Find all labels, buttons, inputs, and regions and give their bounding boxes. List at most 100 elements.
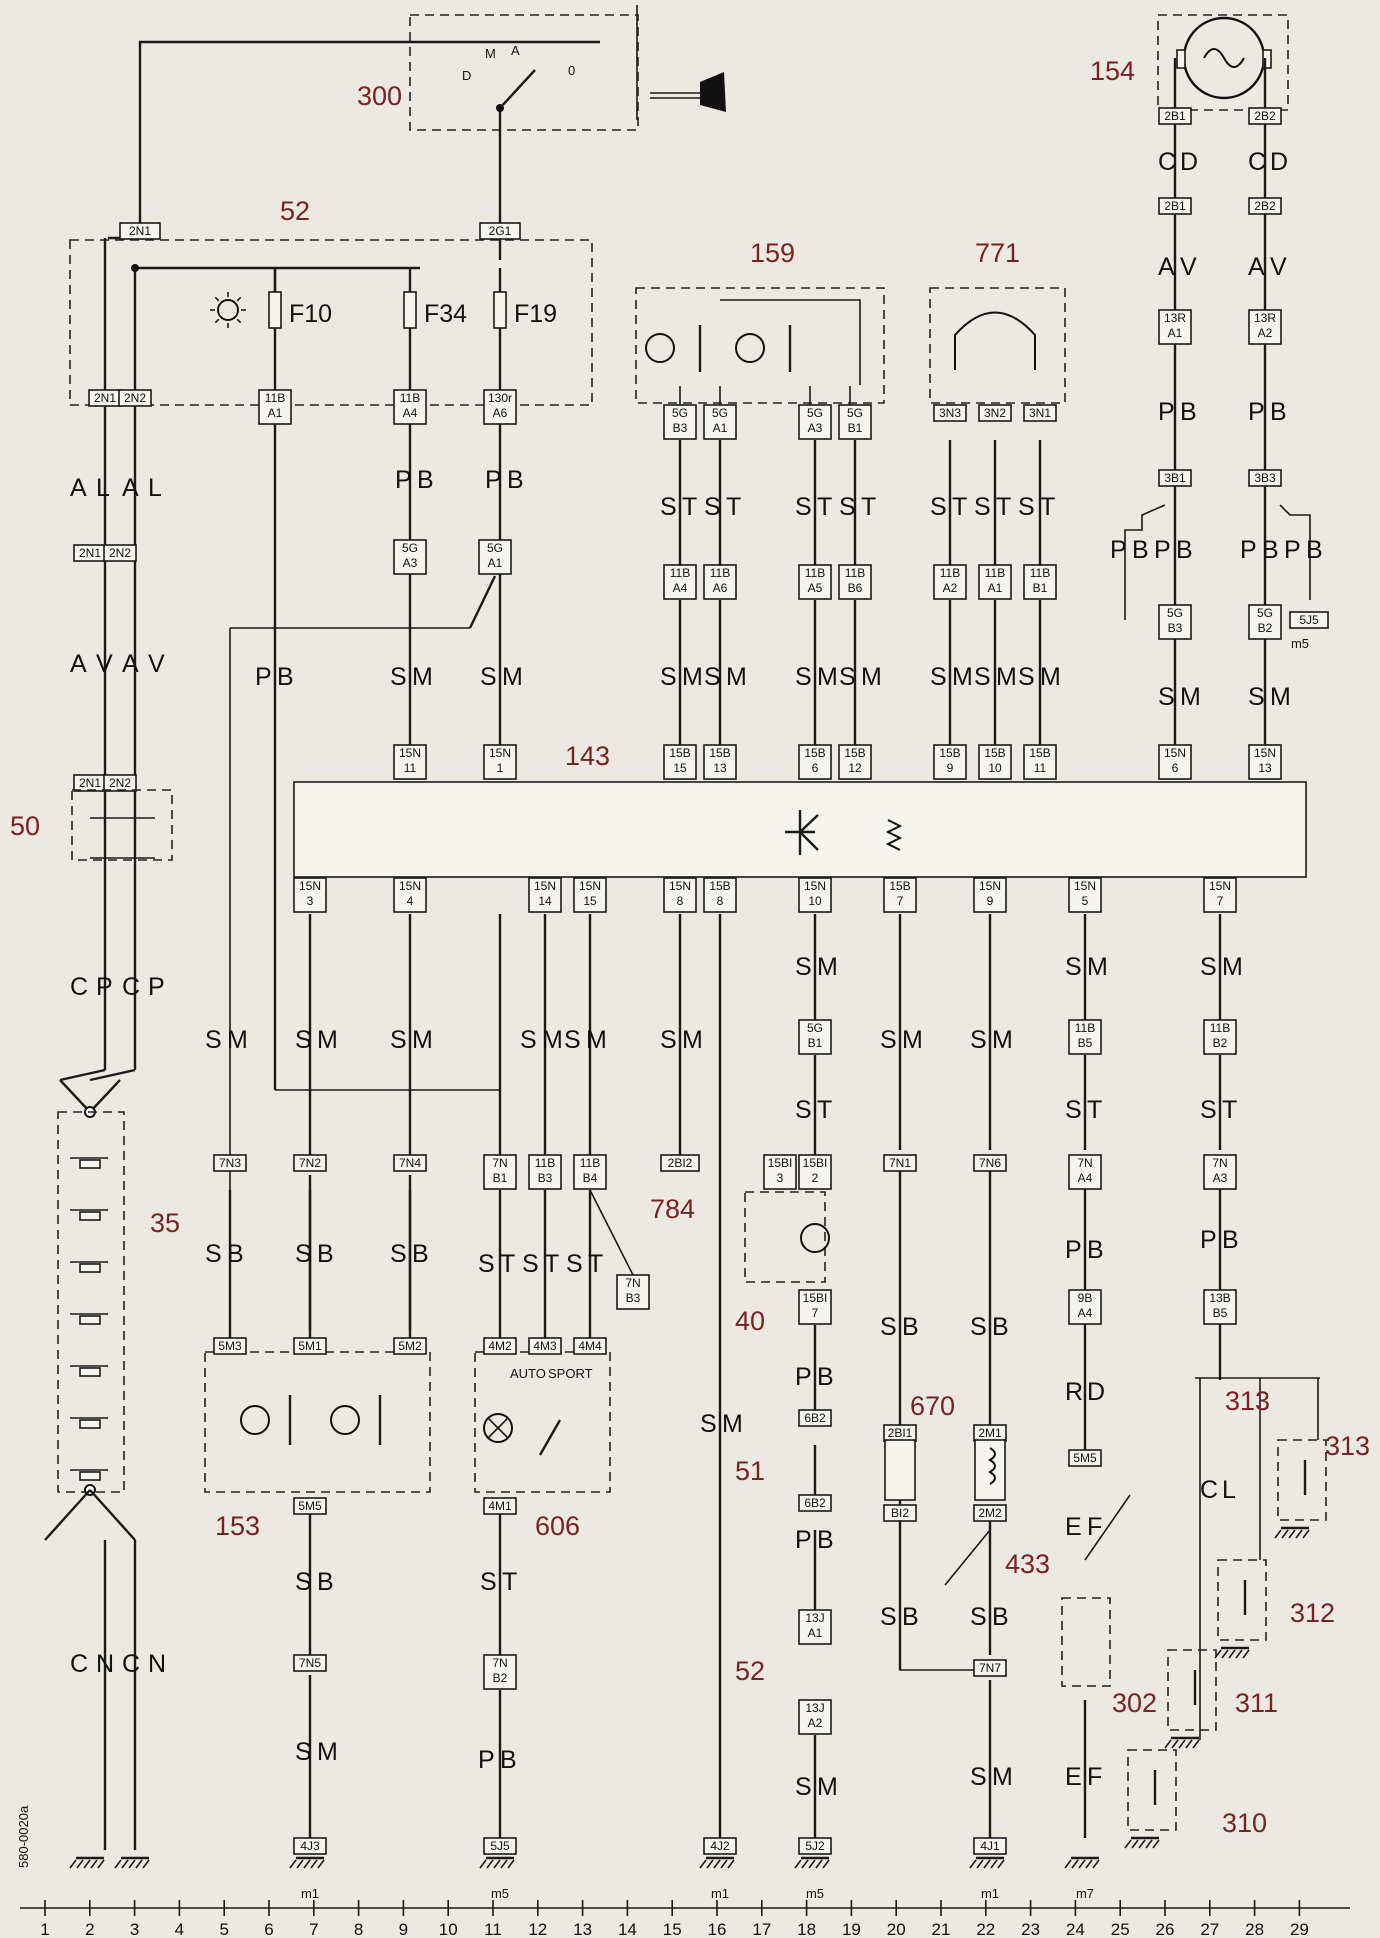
connector-kbi2: BI2 (891, 1506, 909, 1520)
wire (984, 1860, 990, 1868)
wire (90, 1490, 135, 1540)
component-c311: 311 (1235, 1688, 1278, 1718)
pressure-switch-c313 (1278, 1440, 1326, 1520)
wire (275, 1090, 500, 1155)
component-c312: 312 (1290, 1598, 1335, 1628)
connector-k5m5_a: 5M5 (298, 1499, 322, 1513)
scale-number: 18 (797, 1920, 816, 1938)
wire (1132, 1840, 1138, 1848)
component-c143: 143 (565, 741, 610, 771)
wire-label-sm_6: SM (295, 1026, 338, 1054)
connector-k11b_a4: 11BA4 (400, 391, 420, 420)
fuse (269, 292, 281, 328)
wire-label-sm_13: SM (1200, 953, 1243, 981)
connector-k2n1_c: 2N1 (79, 776, 101, 790)
scale-number: 16 (708, 1920, 727, 1938)
connector-k11b_b4: 11BB4 (580, 1156, 600, 1185)
connector-k7n_a3: 7NA3 (1212, 1156, 1227, 1185)
page-code: 580-0020a (16, 1805, 31, 1868)
component-c40: 40 (735, 1306, 765, 1336)
wire (143, 1860, 149, 1868)
connector-k2b12: 2BI2 (668, 1156, 693, 1170)
connector-k7n_b3: 7NB3 (625, 1276, 640, 1305)
connector-k5m5_b: 5M5 (1073, 1451, 1097, 1465)
cell (80, 1264, 100, 1272)
wire (1222, 1650, 1228, 1658)
wire (795, 1860, 801, 1868)
cell (80, 1420, 100, 1428)
wire-label-sm_5: SM (205, 1026, 248, 1054)
connector-k4j3: 4J3 (300, 1839, 320, 1853)
wire (1139, 1840, 1145, 1848)
component-c52b: 52 (735, 1656, 765, 1686)
connector-k5g_a3b: 5GA3 (807, 406, 823, 435)
wire (1229, 1650, 1235, 1658)
wire-label-sm_16: SM (970, 1763, 1013, 1791)
wire (900, 1520, 990, 1670)
wire (945, 1530, 990, 1585)
scale-number: 14 (618, 1920, 637, 1938)
wire-label-sm_8: SM (660, 1026, 703, 1054)
switch-o: 0 (568, 63, 575, 78)
wire (998, 1860, 1004, 1868)
wire (714, 1860, 720, 1868)
connector-k5m1: 5M1 (298, 1339, 322, 1353)
connector-k2n1_a: 2N1 (94, 391, 116, 405)
connector-k3b1: 3B1 (1164, 471, 1186, 485)
connector-k2n2_b: 2N2 (109, 546, 131, 560)
wire-label-cl: CL (1200, 1476, 1236, 1504)
wire (991, 1860, 997, 1868)
wire-label-pbpb_2: PBPB (1240, 536, 1323, 564)
connector-k5g_a1: 5GA1 (487, 541, 503, 570)
wire (215, 297, 219, 301)
connector-k7n_a4: 7NA4 (1077, 1156, 1092, 1185)
scale-number: 28 (1245, 1920, 1264, 1938)
connector-k5g_b1: 5GB1 (847, 406, 863, 435)
wire-label-sm_16: SM (795, 1773, 838, 1801)
fuse-f19: F19 (514, 300, 557, 328)
wire (311, 1860, 317, 1868)
connector-k2b1_a: 2B1 (1164, 109, 1186, 123)
scale-number: 17 (752, 1920, 771, 1938)
connector-k5j5: 5J5 (1299, 613, 1319, 627)
component-c433: 433 (1005, 1549, 1050, 1579)
wire (1072, 1860, 1078, 1868)
wire (108, 42, 600, 238)
connector-k5j2: 5J2 (805, 1839, 825, 1853)
connector-k11b_a1b: 11BA1 (985, 566, 1005, 595)
wire-label-pbpb_1: PBPB (1110, 536, 1193, 564)
scale-number: 27 (1200, 1920, 1219, 1938)
wire (215, 319, 219, 323)
wire-label-st_3: ST (1200, 1096, 1237, 1124)
wire (115, 1860, 121, 1868)
switch-m: M (485, 46, 496, 61)
wire-label-sb_2: SB (295, 1240, 334, 1268)
module-153 (205, 1352, 430, 1492)
ground-m7: m7 (1076, 1886, 1094, 1901)
wire-label-cncn: CNCN (70, 1650, 166, 1678)
scale-number: 26 (1156, 1920, 1175, 1938)
ground-m5b: m5 (806, 1886, 824, 1901)
switch-670 (885, 1440, 915, 1500)
wire-label-st_4: ST (480, 1568, 517, 1596)
cell (80, 1212, 100, 1220)
brush (1177, 50, 1185, 68)
fuse (494, 292, 506, 328)
wire-label-sms_1: SMSM (660, 663, 747, 691)
scale-number: 3 (130, 1920, 139, 1938)
wire-label-sts_1: STST (660, 493, 741, 521)
wire (707, 1860, 713, 1868)
wire (1243, 1650, 1249, 1658)
wire (45, 1490, 90, 1540)
wire-label-sts_2: STST (795, 493, 876, 521)
wire-label-sm_14: SM (295, 1738, 338, 1766)
wire-label-cd_2: CD (1248, 148, 1288, 176)
wire (1186, 1740, 1192, 1748)
connector-k2m2: 2M2 (978, 1506, 1002, 1520)
cell (80, 1368, 100, 1376)
connector-k7n_b1: 7NB1 (492, 1156, 507, 1185)
connector-k7n7: 7N7 (979, 1661, 1001, 1675)
fuse-f10: F10 (289, 300, 332, 328)
wire-label-cd_1: CD (1158, 148, 1198, 176)
scale-number: 13 (573, 1920, 592, 1938)
